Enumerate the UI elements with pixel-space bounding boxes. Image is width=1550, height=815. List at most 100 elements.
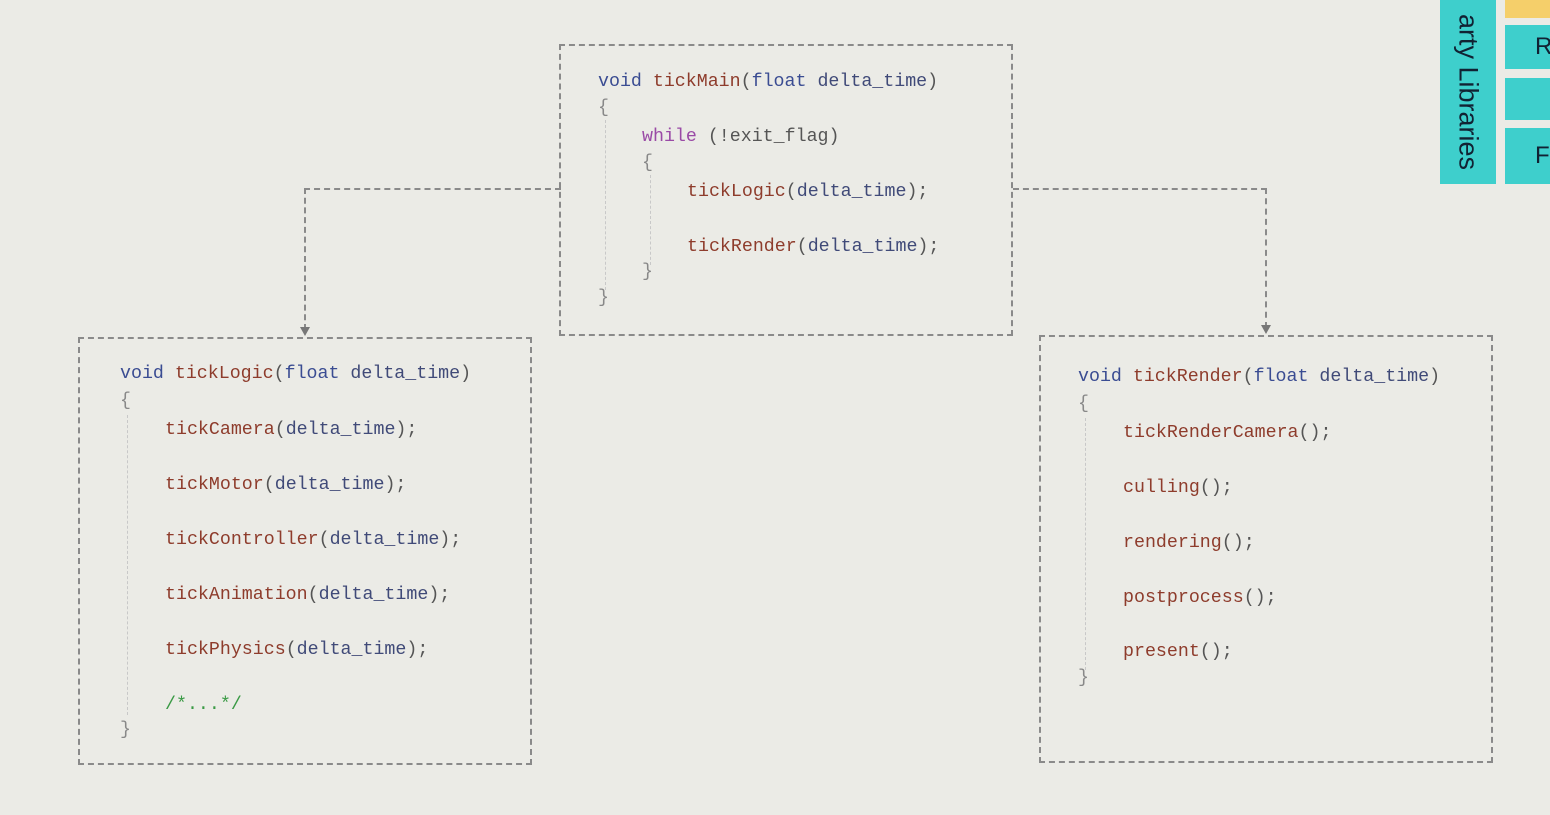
code-token: tickRender: [687, 237, 797, 257]
code-line: postprocess();: [1123, 587, 1277, 609]
code-token: (: [285, 640, 297, 660]
side-label-text: arty Libraries: [1453, 13, 1484, 171]
code-line: {: [1078, 393, 1089, 415]
code-token: tickMain: [652, 72, 741, 92]
code-token: tickRender: [1132, 367, 1243, 387]
code-token: );: [395, 420, 418, 440]
code-token: delta_time: [807, 237, 918, 257]
code-token: (: [740, 72, 752, 92]
side-tile: [1505, 78, 1550, 120]
code-token: (: [318, 530, 330, 550]
code-token: ): [1429, 367, 1441, 387]
side-tile: F: [1505, 128, 1550, 184]
code-token: tickLogic: [687, 182, 786, 202]
code-token: void: [120, 364, 175, 384]
code-line: void tickRender(float delta_time): [1078, 366, 1440, 388]
code-token: tickController: [165, 530, 319, 550]
code-token: }: [1078, 668, 1089, 688]
code-token: ();: [1221, 533, 1255, 553]
code-token: tickPhysics: [165, 640, 286, 660]
code-token: void: [598, 72, 653, 92]
code-token: (: [796, 237, 808, 257]
tick-render-box: [1039, 335, 1493, 763]
code-token: }: [642, 262, 653, 282]
side-tile: R: [1505, 25, 1550, 69]
code-token: delta_time: [318, 585, 429, 605]
code-token: tickRenderCamera: [1123, 423, 1299, 443]
code-line: void tickMain(float delta_time): [598, 71, 938, 93]
code-line: }: [598, 287, 609, 309]
tick-logic-box: [78, 337, 532, 765]
code-token: float: [284, 364, 351, 384]
code-line: while (!exit_flag): [642, 126, 839, 148]
code-token: culling: [1123, 478, 1200, 498]
side-tile-text: F: [1535, 142, 1550, 169]
code-line: {: [642, 152, 653, 174]
code-token: (: [263, 475, 275, 495]
code-token: ();: [1199, 478, 1233, 498]
tick-main-box: [559, 44, 1013, 336]
code-line: tickRenderCamera();: [1123, 422, 1331, 444]
indent-guide: [605, 120, 606, 290]
code-token: delta_time: [329, 530, 440, 550]
code-token: ): [460, 364, 472, 384]
code-line: culling();: [1123, 477, 1233, 499]
code-token: /*...*/: [165, 695, 242, 715]
code-token: {: [642, 153, 653, 173]
code-token: (: [785, 182, 797, 202]
indent-guide: [1085, 418, 1086, 670]
code-token: );: [428, 585, 451, 605]
code-line: rendering();: [1123, 532, 1255, 554]
code-token: postprocess: [1123, 588, 1244, 608]
code-token: ();: [1298, 423, 1332, 443]
code-token: (: [307, 585, 319, 605]
side-tile-text: R: [1535, 33, 1550, 60]
code-token: );: [439, 530, 462, 550]
code-line: }: [1078, 667, 1089, 689]
connector-main-to-render: [1013, 188, 1267, 328]
code-token: ();: [1243, 588, 1277, 608]
code-token: (: [274, 420, 286, 440]
code-token: );: [384, 475, 407, 495]
code-token: delta_time: [796, 182, 907, 202]
code-token: while: [642, 127, 708, 147]
third-party-libraries-label: arty Libraries: [1440, 0, 1496, 184]
code-token: ): [927, 72, 939, 92]
code-token: delta_time: [296, 640, 407, 660]
code-token: delta_time: [1319, 367, 1430, 387]
code-token: (!exit_flag): [707, 127, 840, 147]
code-token: }: [598, 288, 609, 308]
code-token: delta_time: [817, 72, 928, 92]
code-token: float: [751, 72, 818, 92]
code-line: {: [120, 390, 131, 412]
code-line: }: [120, 719, 131, 741]
code-line: tickAnimation(delta_time);: [165, 584, 450, 606]
code-token: float: [1253, 367, 1320, 387]
code-token: );: [906, 182, 929, 202]
code-token: delta_time: [274, 475, 385, 495]
code-line: }: [642, 261, 653, 283]
code-token: present: [1123, 642, 1200, 662]
code-token: }: [120, 720, 131, 740]
code-token: );: [406, 640, 429, 660]
code-line: tickController(delta_time);: [165, 529, 461, 551]
code-token: tickLogic: [174, 364, 274, 384]
code-line: tickMotor(delta_time);: [165, 474, 406, 496]
code-line: tickCamera(delta_time);: [165, 419, 417, 441]
code-line: tickLogic(delta_time);: [687, 181, 928, 203]
code-token: {: [598, 98, 609, 118]
code-token: {: [1078, 394, 1089, 414]
arrow-down-icon: [300, 327, 310, 336]
code-token: );: [917, 237, 940, 257]
connector-main-to-logic: [304, 188, 561, 330]
code-token: (: [273, 364, 285, 384]
code-line: tickPhysics(delta_time);: [165, 639, 428, 661]
code-line: present();: [1123, 641, 1233, 663]
indent-guide: [127, 415, 128, 715]
code-token: tickMotor: [165, 475, 264, 495]
indent-guide: [650, 175, 651, 265]
code-line: tickRender(delta_time);: [687, 236, 939, 258]
code-token: (: [1242, 367, 1254, 387]
code-token: delta_time: [350, 364, 461, 384]
code-line: /*...*/: [165, 694, 242, 716]
